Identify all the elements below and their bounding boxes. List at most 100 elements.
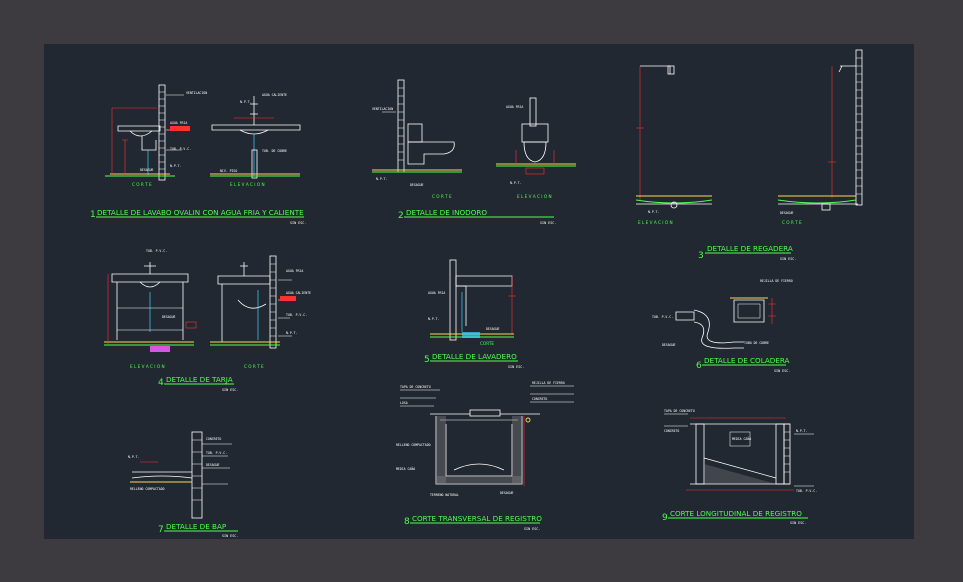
tarja-pvc-label: TUB. P.V.C. — [146, 249, 167, 253]
lavadero-npt-label: N.P.T. — [428, 317, 440, 321]
lavabo-label-box — [170, 126, 190, 131]
detail-2-title: DETALLE DE INODORO — [406, 208, 487, 217]
lavabo-cold-label: AGUA FRIA — [170, 121, 187, 125]
tarja-section-caption: C O R T E — [244, 364, 264, 369]
detail-6-title: DETALLE DE COLADERA — [704, 356, 790, 365]
tarja-elevation-view: TUB. P.V.C. DESAGUE E L E V A C I O N — [104, 249, 197, 369]
detail-1-title: DETALLE DE LAVABO OVALIN CON AGUA FRIA Y… — [97, 208, 304, 217]
detail-8-scale: SIN ESC. — [524, 527, 540, 531]
regadera-drain-label: DESAGUE — [780, 211, 794, 215]
inodoro-section-caption: C O R T E — [432, 194, 452, 199]
detail-8-registro-transversal: TAPA DE CONCRETO LOSA REJILLA DE FIERRO … — [396, 381, 574, 531]
lavadero-drain-box — [462, 332, 480, 338]
lavabo-section-caption: C O R T E — [132, 182, 152, 187]
detail-5-lavadero: AGUA FRIA N.P.T. DESAGUE CORTE 5 DETALLE… — [424, 259, 524, 369]
inodoro-elevation-caption: E L E V A C I O N — [517, 194, 552, 199]
inodoro-elevation-view: AGUA FRIA N.P.T. E L E V A C I O N — [496, 97, 576, 199]
lavadero-section-caption: CORTE — [480, 341, 494, 346]
registro-long-concrete-label: CONCRETO — [664, 429, 679, 433]
registro-concrete-label: CONCRETO — [532, 397, 547, 401]
registro-channel-label: MEDIA CAÑA — [396, 466, 415, 471]
registro-long-channel-label: MEDIA CAÑA — [732, 436, 751, 441]
regadera-section-view: DESAGUE C O R T E — [777, 49, 863, 225]
detail-1-scale: SIN ESC. — [290, 221, 306, 225]
detail-7-title: DETALLE DE BAP — [166, 522, 227, 531]
inodoro-npt-label: N.P.T. — [376, 177, 388, 181]
detail-6-coladera: TUB. P.V.C. REJILLA DE FIERRO DESAGUE TU… — [652, 279, 793, 373]
detail-4-title: DETALLE DE TARJA — [166, 375, 233, 384]
regadera-npt-label: N.P.T. — [648, 210, 660, 214]
bap-drain-label: DESAGUE — [206, 463, 220, 467]
lavabo-elev-npt-label: N.P.T. — [240, 100, 252, 104]
detail-9-title: CORTE LONGITUDINAL DE REGISTRO — [670, 509, 802, 518]
detail-8-title: CORTE TRANSVERSAL DE REGISTRO — [412, 514, 542, 523]
inodoro-elev-tank — [521, 123, 549, 143]
lavabo-elev-counter — [211, 124, 301, 131]
regadera-elevation-caption: E L E V A C I O N — [638, 220, 673, 225]
lavabo-elevation-view: AGUA CALIENTE N.P.T. TUB. DE COBRE NIV. … — [210, 93, 301, 187]
bap-wall — [191, 431, 203, 519]
tarja-cold-label: AGUA FRIA — [286, 269, 303, 273]
detail-1-number: 1 — [90, 210, 96, 220]
detail-9-number: 9 — [662, 513, 668, 523]
tarja-elevation-caption: E L E V A C I O N — [130, 364, 165, 369]
lavabo-wall — [158, 84, 166, 181]
bap-npt-label: N.P.T. — [128, 455, 140, 459]
registro-channel — [453, 463, 505, 471]
detail-3-scale: SIN ESC. — [780, 257, 796, 261]
lavabo-vent-label: VENTILACION — [186, 91, 207, 95]
detail-9-registro-longitudinal: TAPA DE CONCRETO CONCRETO MEDIA CAÑA N.P… — [662, 409, 817, 525]
lavadero-drain-label: DESAGUE — [486, 327, 500, 331]
regadera-elevation-view: N.P.T. E L E V A C I O N — [635, 65, 713, 225]
lavadero-cold-label: AGUA FRIA — [428, 291, 445, 295]
regadera-section-head — [838, 65, 856, 73]
detail-5-number: 5 — [424, 355, 430, 365]
detail-1-lavabo: VENTILACION AGUA FRIA TUB. P.V.C. N.P.T.… — [90, 84, 306, 225]
registro-long-lid-label: TAPA DE CONCRETO — [664, 409, 695, 413]
registro-lid — [469, 409, 501, 417]
lavabo-pvc-label: TUB. P.V.C. — [170, 147, 191, 151]
detail-2-scale: SIN ESC. — [540, 221, 556, 225]
registro-slab-label: LOSA — [400, 401, 408, 405]
lavabo-elev-copper-label: TUB. DE COBRE — [262, 149, 287, 153]
coladera-copper-label: TUBO DE COBRE — [744, 341, 769, 345]
lavabo-elevation-caption: E L E V A C I O N — [230, 182, 265, 187]
bap-pvc-label: TUB. P.V.C. — [206, 451, 227, 455]
detail-3-number: 3 — [698, 251, 704, 261]
coladera-grate-label: REJILLA DE FIERRO — [760, 279, 793, 283]
tarja-section-view: AGUA FRIA AGUA CALIENTE TUB. P.V.C. N.P.… — [210, 255, 311, 369]
detail-6-number: 6 — [696, 361, 702, 371]
coladera-body — [733, 299, 765, 323]
registro-fill-label: RELLENO COMPACTADO — [396, 443, 431, 447]
lavabo-elev-floor-label: NIV. PISO — [220, 169, 237, 173]
lavabo-counter — [117, 125, 161, 132]
registro-grate-label: REJILLA DE FIERRO — [532, 381, 565, 385]
tarja-drain-box — [150, 346, 170, 352]
detail-2-inodoro: VENTILACION N.P.T. DESAGUE C O R T E AGU… — [372, 79, 576, 225]
registro-lid-label: TAPA DE CONCRETO — [400, 385, 431, 389]
lavabo-section-view: VENTILACION AGUA FRIA TUB. P.V.C. N.P.T.… — [105, 84, 207, 187]
detail-9-scale: SIN ESC. — [790, 521, 806, 525]
regadera-head — [667, 65, 675, 75]
lavabo-npt-label: N.P.T. — [170, 164, 182, 168]
detail-7-scale: SIN ESC. — [222, 534, 238, 538]
detail-7-bap: CONCRETO TUB. P.V.C. DESAGUE N.P.T. RELL… — [128, 431, 238, 538]
detail-4-scale: SIN ESC. — [222, 388, 238, 392]
detail-5-scale: SIN ESC. — [508, 365, 524, 369]
cad-drawing: VENTILACION AGUA FRIA TUB. P.V.C. N.P.T.… — [90, 49, 863, 538]
inodoro-section-view: VENTILACION N.P.T. DESAGUE C O R T E — [372, 79, 462, 199]
detail-2-number: 2 — [398, 211, 404, 221]
detail-3-regadera: N.P.T. E L E V A C I O N DESAGUE C O R T… — [635, 49, 863, 261]
tarja-drain-label: DESAGUE — [162, 315, 176, 319]
tarja-hot-label: AGUA CALIENTE — [286, 291, 311, 295]
tarja-section-npt-label: N.P.T. — [286, 331, 298, 335]
registro-long-slope — [703, 457, 777, 479]
detail-4-number: 4 — [158, 378, 164, 388]
coladera-inlet-pipe — [675, 311, 695, 321]
inodoro-elev-cold-label: AGUA FRIA — [506, 105, 523, 109]
bap-concrete-label: CONCRETO — [206, 437, 221, 441]
detail-5-title: DETALLE DE LAVADERO — [432, 352, 517, 361]
coladera-pvc-label: TUB. P.V.C. — [652, 315, 673, 319]
inodoro-vent-label: VENTILACION — [372, 107, 393, 111]
